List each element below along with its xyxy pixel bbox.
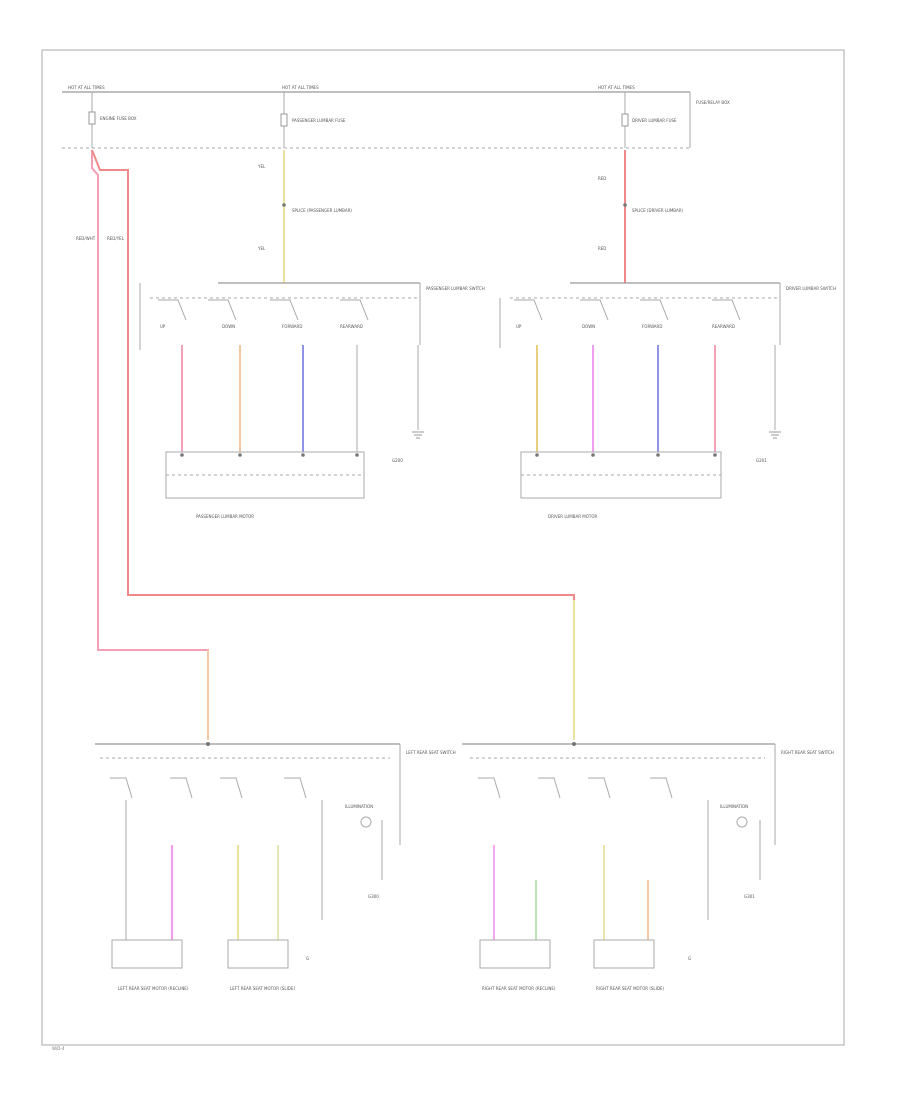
rr-ground-label: G (688, 956, 691, 961)
rl-feed-node (206, 742, 210, 746)
sw-driver-title: DRIVER LUMBAR SWITCH (786, 286, 836, 291)
right-rear-seat-switch: RIGHT REAR SEAT SWITCH ILLUMINATION G301 (462, 743, 834, 940)
rr-title: RIGHT REAR SEAT SWITCH (781, 750, 834, 755)
passenger-lumbar-motor: PASSENGER LUMBAR MOTOR (165, 451, 365, 519)
pos-forward-driver: FORWARD (642, 324, 662, 329)
fuse-right: DRIVER LUMBAR FUSE (621, 92, 677, 148)
pos-rearward-pass: REARWARD (340, 324, 363, 329)
hot-label-1: HOT AT ALL TIMES (68, 85, 105, 90)
wire-left-feed-red (91, 149, 575, 740)
pos-up-pass: UP (160, 324, 166, 329)
rl-title: LEFT REAR SEAT SWITCH (406, 750, 456, 755)
pos-up-driver: UP (516, 324, 522, 329)
motor-pass-label: PASSENGER LUMBAR MOTOR (196, 514, 254, 519)
splice-right-label: SPLICE (DRIVER LUMBAR) (632, 208, 684, 213)
diagram-reference: W/D-4 (52, 1046, 65, 1051)
pos-down-driver: DOWN (582, 324, 595, 329)
ground-pass-label: G200 (392, 458, 403, 463)
rl-motor-1-label: LEFT REAR SEAT MOTOR (RECLINE) (118, 986, 189, 991)
ground-driver: G201 (756, 431, 781, 463)
driver-lumbar-motor: DRIVER LUMBAR MOTOR (520, 451, 722, 519)
fuse-left: ENGINE FUSE BOX (88, 92, 137, 148)
left-rear-seat-switch: LEFT REAR SEAT SWITCH ILLUMINATION G300 (95, 743, 456, 940)
wire-left-label-b: RED/YEL (107, 236, 125, 241)
wire-right-bot-label: RED (598, 246, 606, 251)
driver-lumbar-switch: DRIVER LUMBAR SWITCH UP DOWN FORWARD REA… (499, 282, 836, 452)
rr-feed-node (572, 742, 576, 746)
fuse-left-label: ENGINE FUSE BOX (100, 116, 137, 121)
diagram-frame (41, 49, 845, 1046)
fuse-mid-label: PASSENGER LUMBAR FUSE (292, 118, 346, 123)
wire-mid-bot-label: YEL (257, 246, 266, 251)
motor-driver-label: DRIVER LUMBAR MOTOR (548, 514, 597, 519)
sw-pass-title: PASSENGER LUMBAR SWITCH (426, 286, 485, 291)
hot-label-2: HOT AT ALL TIMES (282, 85, 319, 90)
wire-left-label-a: RED/WHT (76, 236, 96, 241)
ground-rr-label: G301 (744, 894, 755, 899)
fuse-mid: PASSENGER LUMBAR FUSE (280, 92, 346, 148)
illum-bulb-left (360, 816, 372, 828)
ground-rl-label: G300 (368, 894, 379, 899)
wire-right-top-label: RED (598, 176, 606, 181)
illum-bulb-right (736, 816, 748, 828)
hot-label-3: HOT AT ALL TIMES (598, 85, 635, 90)
rr-motor-1-label: RIGHT REAR SEAT MOTOR (RECLINE) (482, 986, 556, 991)
pos-forward-pass: FORWARD (282, 324, 302, 329)
pos-rearward-driver: REARWARD (712, 324, 735, 329)
rl-ground-label: G (306, 956, 309, 961)
fuse-box-note: FUSE/RELAY BOX (696, 100, 730, 105)
ground-pass: G200 (392, 431, 424, 463)
illum-r-label: ILLUMINATION (720, 804, 748, 809)
rr-motor-2-label: RIGHT REAR SEAT MOTOR (SLIDE) (596, 986, 664, 991)
illum-l-label: ILLUMINATION (345, 804, 373, 809)
wire-mid-top-label: YEL (257, 164, 266, 169)
right-rear-motors: RIGHT REAR SEAT MOTOR (RECLINE) RIGHT RE… (479, 939, 691, 991)
splice-mid-label: SPLICE (PASSENGER LUMBAR) (292, 208, 352, 213)
ground-driver-label: G201 (756, 458, 767, 463)
splice-mid-node (282, 203, 286, 207)
passenger-lumbar-switch: PASSENGER LUMBAR SWITCH UP DOWN FORWARD … (139, 282, 485, 452)
fuse-right-label: DRIVER LUMBAR FUSE (632, 118, 677, 123)
left-rear-motors: LEFT REAR SEAT MOTOR (RECLINE) LEFT REAR… (111, 939, 309, 991)
pos-down-pass: DOWN (222, 324, 235, 329)
rl-motor-2-label: LEFT REAR SEAT MOTOR (SLIDE) (230, 986, 295, 991)
splice-right-node (623, 203, 627, 207)
